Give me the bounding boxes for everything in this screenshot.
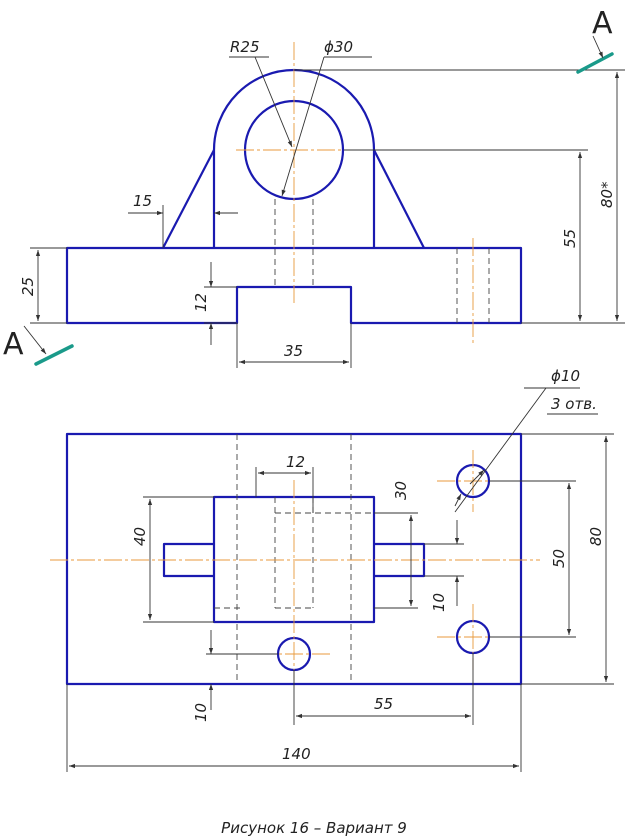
dim-12: 12 bbox=[192, 293, 210, 312]
d10-arrow-a bbox=[469, 469, 485, 485]
d10-leader bbox=[454, 387, 547, 513]
r25-leader bbox=[254, 56, 293, 148]
front-view: R25 ϕ30 15 25 12 35 55 80* A bbox=[3, 6, 625, 368]
top-view: ϕ10 3 отв. 12 30 10 40 50 80 bbox=[50, 367, 614, 772]
dim-35: 35 bbox=[284, 342, 303, 360]
front-base-outline bbox=[65, 246, 523, 325]
front-left-rib bbox=[162, 149, 215, 249]
dim-d10: ϕ10 bbox=[551, 367, 580, 385]
d30-leader bbox=[281, 56, 325, 197]
dim-15: 15 bbox=[133, 192, 152, 210]
d10-arrow-b bbox=[454, 493, 462, 507]
section-label-top: A bbox=[592, 6, 613, 41]
dim-10-hole: 10 bbox=[192, 703, 210, 722]
dim-55: 55 bbox=[561, 229, 579, 248]
dim-r25: R25 bbox=[230, 38, 260, 56]
dim-10-rib: 10 bbox=[430, 593, 448, 612]
figure-caption: Рисунок 16 – Вариант 9 bbox=[221, 819, 407, 837]
dim-80-star: 80* bbox=[598, 181, 616, 208]
section-cut-bottom bbox=[34, 344, 74, 366]
dim-12-top: 12 bbox=[286, 453, 305, 471]
section-cut-top bbox=[576, 52, 614, 74]
dim-50: 50 bbox=[550, 549, 568, 568]
dim-3-holes: 3 отв. bbox=[551, 395, 597, 413]
front-right-rib bbox=[373, 149, 425, 249]
section-arrow-top bbox=[592, 35, 604, 59]
dim-25: 25 bbox=[19, 277, 37, 296]
dim-30: 30 bbox=[392, 481, 410, 500]
section-label-bottom: A bbox=[3, 327, 24, 362]
dim-d30: ϕ30 bbox=[324, 38, 353, 56]
dim-140: 140 bbox=[282, 745, 311, 763]
dim-40: 40 bbox=[131, 527, 149, 546]
section-arrow-bottom bbox=[23, 325, 47, 355]
dim-55-top: 55 bbox=[374, 695, 393, 713]
dim-80: 80 bbox=[587, 527, 605, 546]
